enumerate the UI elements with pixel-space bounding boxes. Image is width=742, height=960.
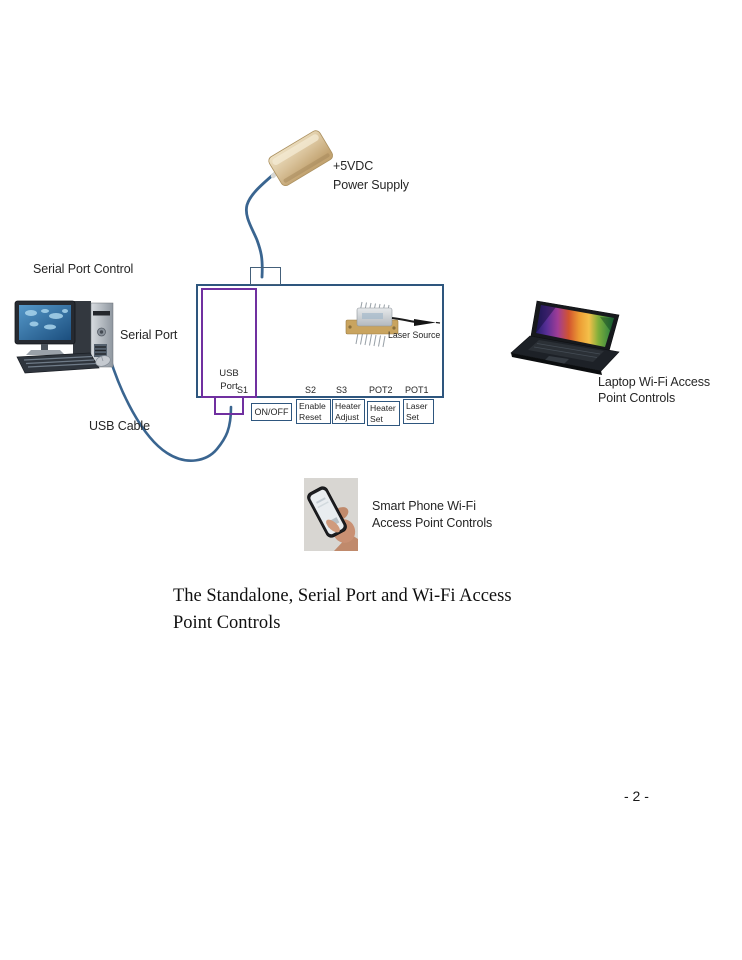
switch-label-pot1: POT1	[405, 385, 429, 395]
usb-port-region-outline	[201, 288, 257, 398]
laser-source-label: Laser Source	[388, 330, 441, 340]
control-box-laser-set: Laser Set	[403, 399, 434, 424]
control-box-heater-set: Heater Set	[367, 401, 400, 426]
control-box-heater-set-line2: Set	[370, 413, 383, 424]
figure-caption: The Standalone, Serial Port and Wi-Fi Ac…	[173, 583, 512, 636]
usb-port-label: USB Port	[201, 367, 257, 393]
control-box-heater-adjust-line2: Adjust	[335, 411, 359, 422]
smartphone-label-line1: Smart Phone Wi-Fi	[372, 499, 476, 513]
control-box-laser-set-line2: Set	[406, 411, 419, 422]
figure-caption-line2: Point Controls	[173, 612, 281, 633]
usb-cable-line	[107, 353, 233, 462]
laptop-photo	[510, 300, 620, 375]
laser-source-photo	[345, 301, 441, 348]
usb-port-label-line2: Port	[220, 381, 238, 392]
control-box-heater-adjust: Heater Adjust	[332, 399, 365, 424]
power-supply-label-line1: +5VDC	[333, 159, 374, 173]
laptop-label: Laptop Wi-Fi Access Point Controls	[598, 375, 710, 406]
usb-port-label-line1: USB	[219, 368, 239, 379]
smartphone-label: Smart Phone Wi-Fi Access Point Controls	[372, 498, 492, 532]
serial-port-label: Serial Port	[120, 328, 178, 342]
power-connector-box	[250, 267, 281, 285]
switch-label-pot2: POT2	[369, 385, 393, 395]
control-box-heater-adjust-line1: Heater	[335, 401, 361, 411]
control-box-enable-line1: Enable	[299, 401, 326, 411]
power-cable-line	[244, 172, 276, 279]
power-supply-label-line2: Power Supply	[333, 177, 409, 192]
smartphone-in-hand-photo	[304, 478, 358, 551]
controller-box-outline	[196, 284, 444, 398]
control-box-on-off-label: ON/OFF	[254, 407, 289, 417]
control-box-heater-set-line1: Heater	[370, 403, 396, 413]
desktop-computer-photo	[14, 300, 114, 374]
serial-port-control-label: Serial Port Control	[33, 262, 134, 276]
figure-caption-line1: The Standalone, Serial Port and Wi-Fi Ac…	[173, 586, 512, 606]
usb-connector-box	[214, 397, 244, 415]
control-box-on-off: ON/OFF	[251, 403, 292, 421]
control-box-enable-line2: Reset	[299, 411, 322, 422]
laptop-label-line2: Point Controls	[598, 390, 676, 405]
control-box-laser-set-line1: Laser	[406, 401, 428, 411]
switch-label-s1: S1	[237, 385, 249, 395]
usb-cable-label: USB Cable	[89, 419, 150, 433]
laptop-label-line1: Laptop Wi-Fi Access	[598, 375, 711, 389]
switch-label-s3: S3	[336, 385, 348, 395]
control-box-enable-reset: Enable Reset	[296, 399, 331, 424]
switch-label-s2: S2	[305, 385, 317, 395]
page-number: - 2 -	[624, 788, 649, 804]
power-supply-photo	[268, 130, 334, 187]
smartphone-label-line2: Access Point Controls	[372, 516, 493, 530]
power-supply-label: +5VDC Power Supply	[333, 157, 409, 194]
